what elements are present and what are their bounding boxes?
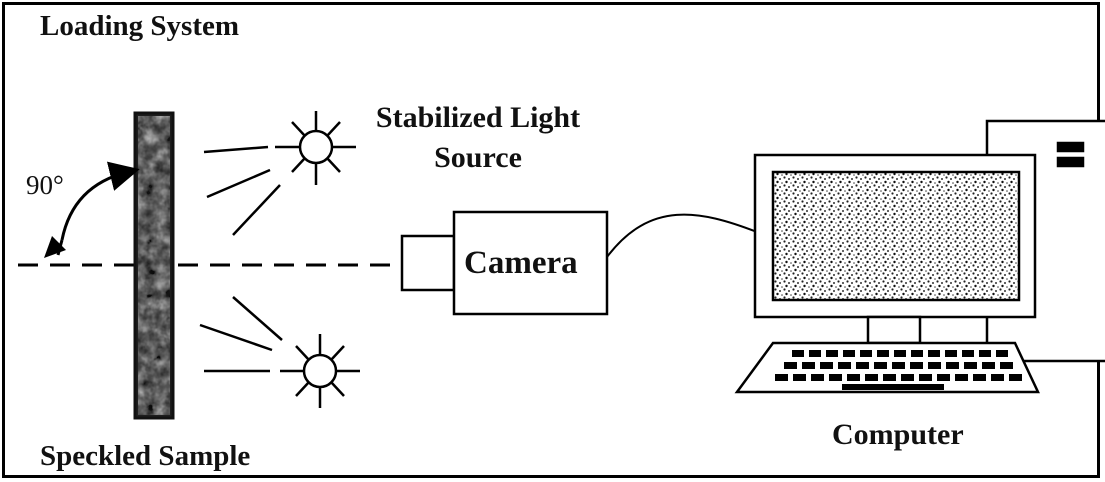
keyboard-key xyxy=(826,350,838,357)
keyboard-spacebar xyxy=(842,384,944,390)
keyboard-key xyxy=(877,350,889,357)
angle-label: 90° xyxy=(26,170,64,200)
keyboard-key xyxy=(910,362,923,369)
keyboard-key xyxy=(928,362,941,369)
keyboard-key xyxy=(1009,374,1022,381)
keyboard-key xyxy=(962,350,974,357)
keyboard-key xyxy=(946,362,959,369)
keyboard-key xyxy=(874,362,887,369)
keyboard-key xyxy=(809,350,821,357)
keyboard-key xyxy=(964,362,977,369)
keyboard-key xyxy=(973,374,986,381)
monitor-icon xyxy=(753,153,1037,345)
angle-arrow xyxy=(60,161,140,241)
keyboard-key xyxy=(982,362,995,369)
speckled-sample-label: Speckled Sample xyxy=(40,440,251,472)
keyboard-key xyxy=(792,350,804,357)
speckled-sample-icon xyxy=(133,111,175,420)
keyboard-key xyxy=(991,374,1004,381)
keyboard-key xyxy=(919,374,932,381)
keyboard-key xyxy=(838,362,851,369)
keyboard-key xyxy=(802,362,815,369)
keyboard-key xyxy=(911,350,923,357)
keyboard-icon xyxy=(734,341,1040,394)
light-source-icon xyxy=(280,334,360,408)
light-source-label-line1: Stabilized Light xyxy=(375,101,581,134)
keyboard-key xyxy=(847,374,860,381)
keyboard-key xyxy=(945,350,957,357)
lower-light-rays xyxy=(199,296,283,373)
keyboard-key xyxy=(996,350,1008,357)
keyboard-key xyxy=(937,374,950,381)
keyboard-key xyxy=(784,362,797,369)
keyboard-key xyxy=(894,350,906,357)
keyboard-key xyxy=(843,350,855,357)
upper-light-rays xyxy=(203,145,281,236)
keyboard-key xyxy=(820,362,833,369)
camera-cable xyxy=(606,213,758,258)
keyboard-key xyxy=(775,374,788,381)
keyboard-key xyxy=(811,374,824,381)
camera-icon xyxy=(400,210,609,316)
keyboard-key xyxy=(829,374,842,381)
keyboard-key xyxy=(860,350,872,357)
keyboard-key xyxy=(928,350,940,357)
light-source-label: Stabilized Light Source xyxy=(358,98,598,178)
keyboard-key xyxy=(856,362,869,369)
computer-label: Computer xyxy=(832,418,964,451)
camera-label: Camera xyxy=(464,245,578,281)
keyboard-key xyxy=(1000,362,1013,369)
light-source-icon xyxy=(275,111,356,185)
keyboard-key xyxy=(979,350,991,357)
keyboard-key xyxy=(955,374,968,381)
keyboard-key xyxy=(865,374,878,381)
keyboard-key xyxy=(901,374,914,381)
keyboard-key xyxy=(892,362,905,369)
keyboard-key xyxy=(883,374,896,381)
light-source-label-line2: Source xyxy=(434,141,522,174)
loading-system-label: Loading System xyxy=(40,10,240,42)
keyboard-key xyxy=(793,374,806,381)
angle-arrow-head-lower xyxy=(44,236,66,258)
